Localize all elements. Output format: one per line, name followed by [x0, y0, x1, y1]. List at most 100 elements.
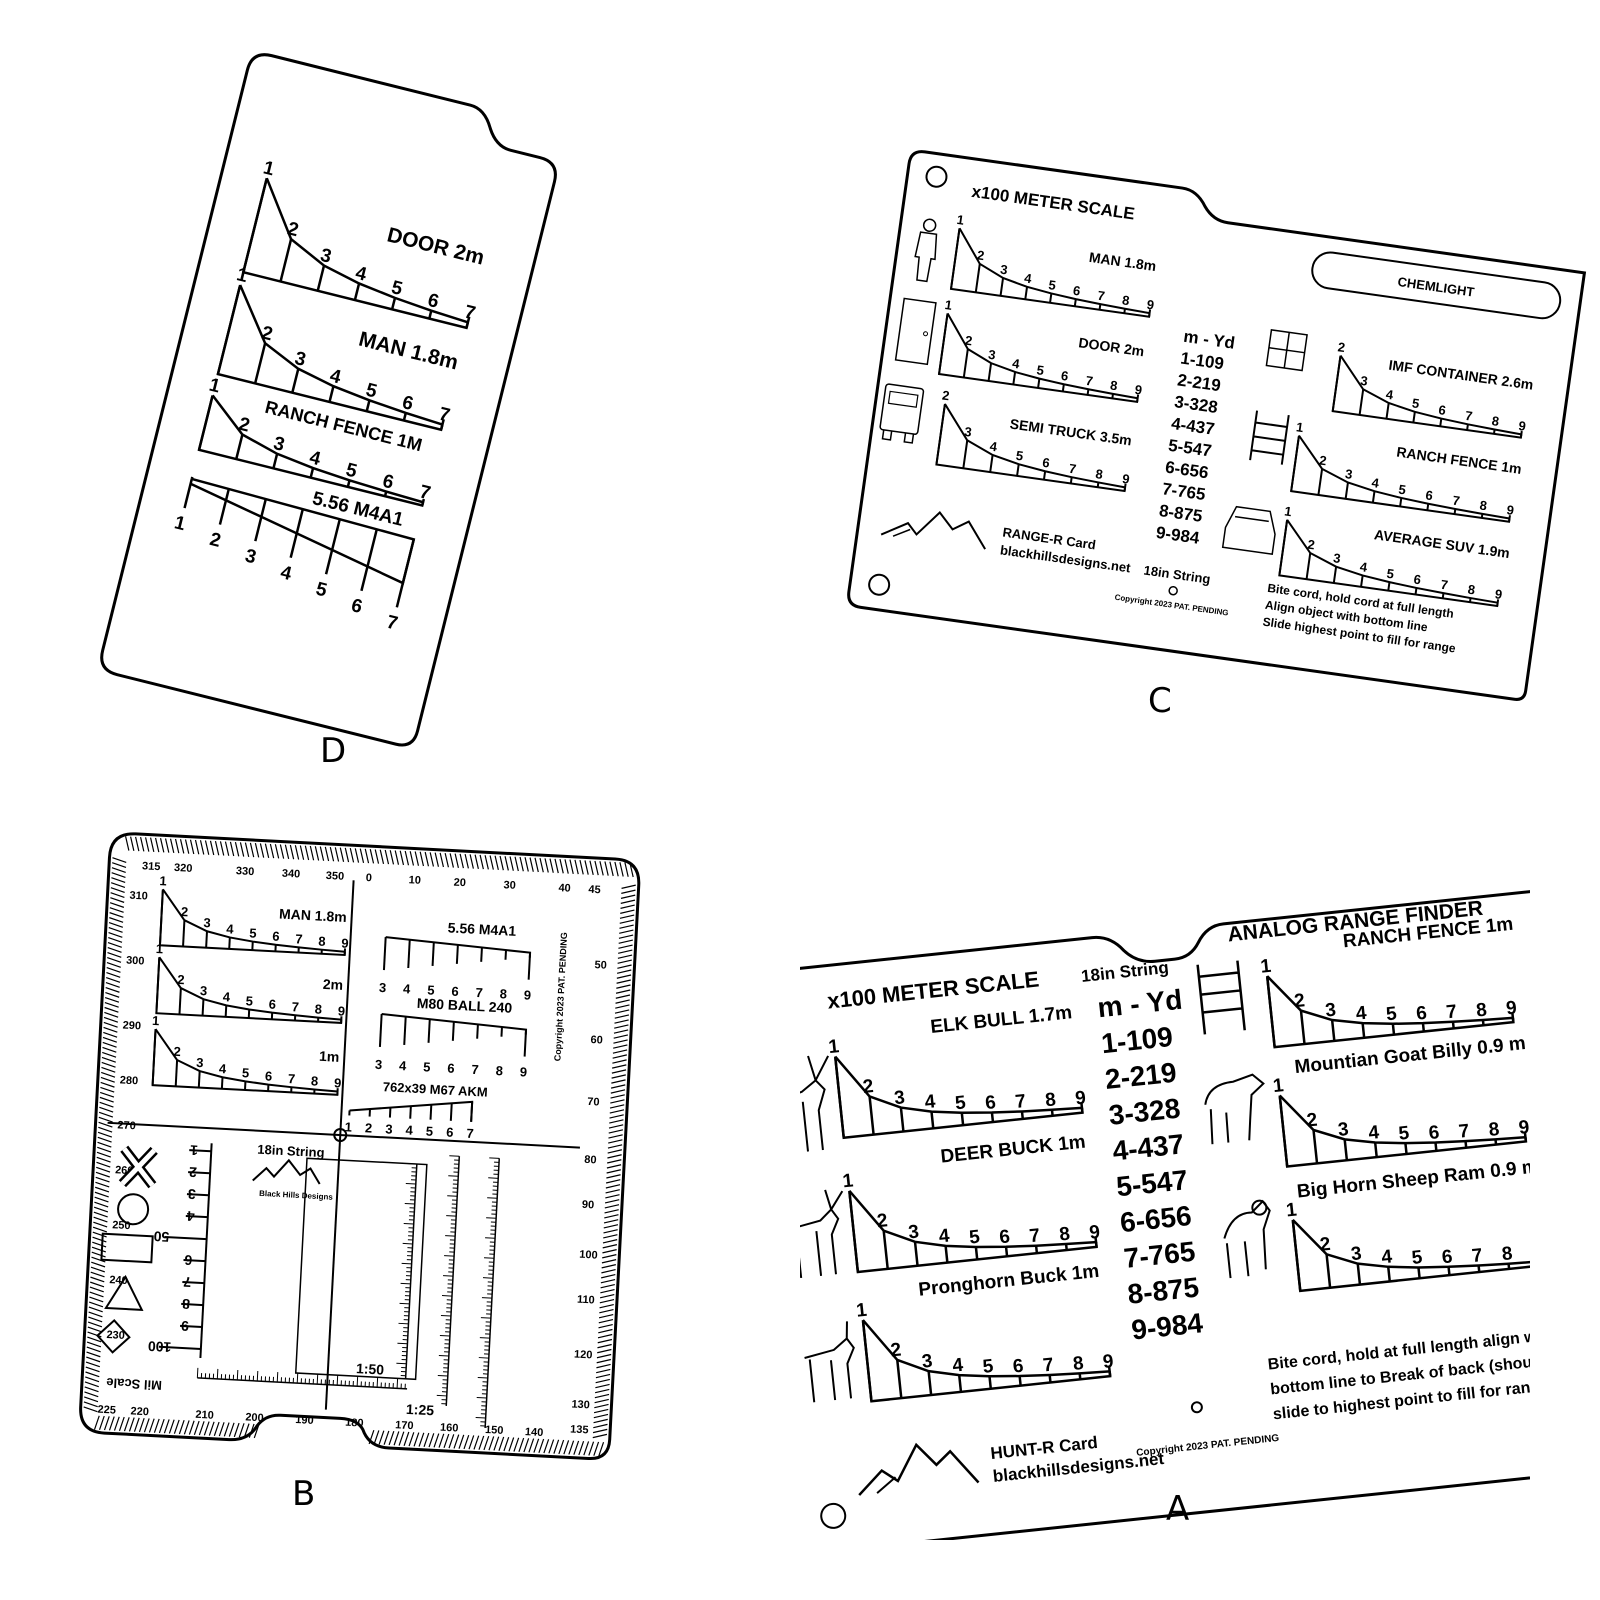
card-c-hole-top: [925, 165, 948, 188]
scale-tick: [439, 424, 444, 431]
scale-tick: [178, 988, 182, 1015]
degree-label: 310: [129, 890, 148, 903]
card-a-outline: [800, 885, 1530, 1540]
degree-label: 20: [453, 877, 466, 890]
scale-tick-label: 8: [311, 1073, 319, 1088]
triangle-shape-icon: [104, 1274, 144, 1311]
scale-tick: [1507, 1263, 1511, 1270]
scale-tick: [390, 297, 397, 310]
scale-tick-label: 4: [1367, 1122, 1380, 1144]
scale-tick: [395, 539, 415, 608]
scale-tick: [1414, 587, 1418, 595]
scale-tick: [158, 889, 164, 946]
degree-label: 340: [282, 868, 301, 881]
scale-tick-label: 4: [226, 921, 235, 936]
mil-tick-label: 1: [190, 1142, 199, 1158]
scale-title: DEER BUCK 1m: [940, 1132, 1087, 1168]
scale-tick: [220, 1077, 224, 1089]
scale-tick: [324, 518, 341, 575]
scale-tick-label: 6: [1441, 1246, 1454, 1268]
scale-tick: [999, 277, 1005, 296]
card-b-vertical-axis: [324, 880, 355, 1410]
scale-tick: [378, 1013, 383, 1048]
scale-tick-label: 8: [1479, 497, 1488, 513]
degree-label: 135: [570, 1423, 589, 1436]
scale-tick: [1080, 1107, 1084, 1113]
scale-tick: [938, 313, 949, 375]
scale-tick-label: 4: [1355, 1003, 1368, 1025]
scale-tick: [957, 1375, 963, 1392]
scale-tick-label: 3: [1359, 373, 1368, 389]
scale-tick: [1371, 491, 1376, 503]
scale-tick: [421, 501, 425, 506]
scale-tick-label: 2: [259, 322, 274, 345]
diamond-shape-icon: [96, 1319, 131, 1354]
scale-tick: [1385, 402, 1390, 419]
scale-tick: [1061, 384, 1065, 392]
scale-tick-label: 7: [1440, 577, 1449, 593]
scale-tick: [451, 1021, 455, 1041]
degree-label: 120: [574, 1349, 593, 1362]
scale-tick: [1291, 1219, 1302, 1291]
conversion-row: 7-765: [1122, 1236, 1196, 1274]
label-c: C: [1148, 681, 1172, 721]
scale-tick: [1468, 597, 1472, 603]
card-d-outline: [100, 53, 557, 747]
scale-tick: [899, 1107, 905, 1132]
card-b-grid-square: [294, 1157, 428, 1381]
scale-tick-label: 9: [523, 987, 531, 1002]
card-b-scale-125: 1:25: [406, 1401, 435, 1418]
scale-tick: [987, 363, 993, 382]
card-b-romer-scales: [396, 1155, 501, 1429]
card-a-copyright: Copyright 2023 PAT. PENDING: [1136, 1433, 1280, 1459]
scale-tick: [197, 1071, 201, 1088]
scale-tick: [1332, 566, 1338, 584]
scale-tick-label: 1: [827, 1036, 840, 1058]
scale-tick-label: 5: [1398, 1123, 1411, 1145]
scale-tick-label: 1: [1295, 419, 1304, 435]
scale-tick-label: 6: [1041, 455, 1050, 471]
scale-tick: [158, 1345, 201, 1351]
scale-tick: [360, 529, 378, 592]
scale-tick: [174, 1059, 179, 1087]
scale-title: MAN 1.8m: [279, 906, 347, 926]
scale-tick: [1086, 389, 1090, 396]
scale-tick: [1360, 575, 1364, 587]
scale-tick: [1330, 1019, 1336, 1042]
conversion-row: 4-437: [1111, 1128, 1185, 1166]
scale-tick: [1037, 378, 1041, 389]
scale-tick: [470, 1101, 474, 1122]
scale-tick: [182, 1280, 205, 1285]
card-b-mountain-logo: [252, 1158, 321, 1185]
scale-tick: [183, 478, 194, 509]
scale-tick-label: 3: [375, 1057, 383, 1072]
scale-tick: [1399, 497, 1403, 507]
conversion-row: 1-109: [1100, 1021, 1174, 1059]
scale-tick: [242, 177, 268, 273]
scale-tick-label: 6: [1072, 283, 1081, 299]
scale-tick-label: 5: [242, 1065, 250, 1080]
scale-tick-label: 2: [285, 218, 300, 241]
card-b-string-label: 18in String: [257, 1142, 325, 1160]
scale-tick-label: 2: [365, 1120, 373, 1135]
scale-tick: [1016, 464, 1020, 477]
scale-tick: [1426, 503, 1430, 511]
degree-label: 210: [195, 1409, 214, 1422]
scale-tick-label: 2: [890, 1340, 903, 1362]
scale-tick-label: 7: [462, 302, 477, 325]
degree-label: 130: [571, 1398, 590, 1411]
scale-tick-label: 8: [1475, 1000, 1488, 1022]
scale-tick: [218, 488, 231, 525]
scale-tick: [1477, 1265, 1481, 1273]
scale-tick-label: 1: [1285, 1199, 1298, 1221]
scale-tick-label: 6: [1428, 1122, 1441, 1144]
scale-title: M80 BALL 240: [416, 995, 512, 1016]
scale-tick-label: 7: [288, 1071, 296, 1086]
scale-tick-label: 8: [1095, 466, 1104, 482]
scale-tick: [1094, 1241, 1098, 1248]
scale-tick-label: 8: [1121, 292, 1130, 308]
degree-label: 290: [122, 1019, 141, 1032]
scale-tick: [930, 1111, 935, 1129]
